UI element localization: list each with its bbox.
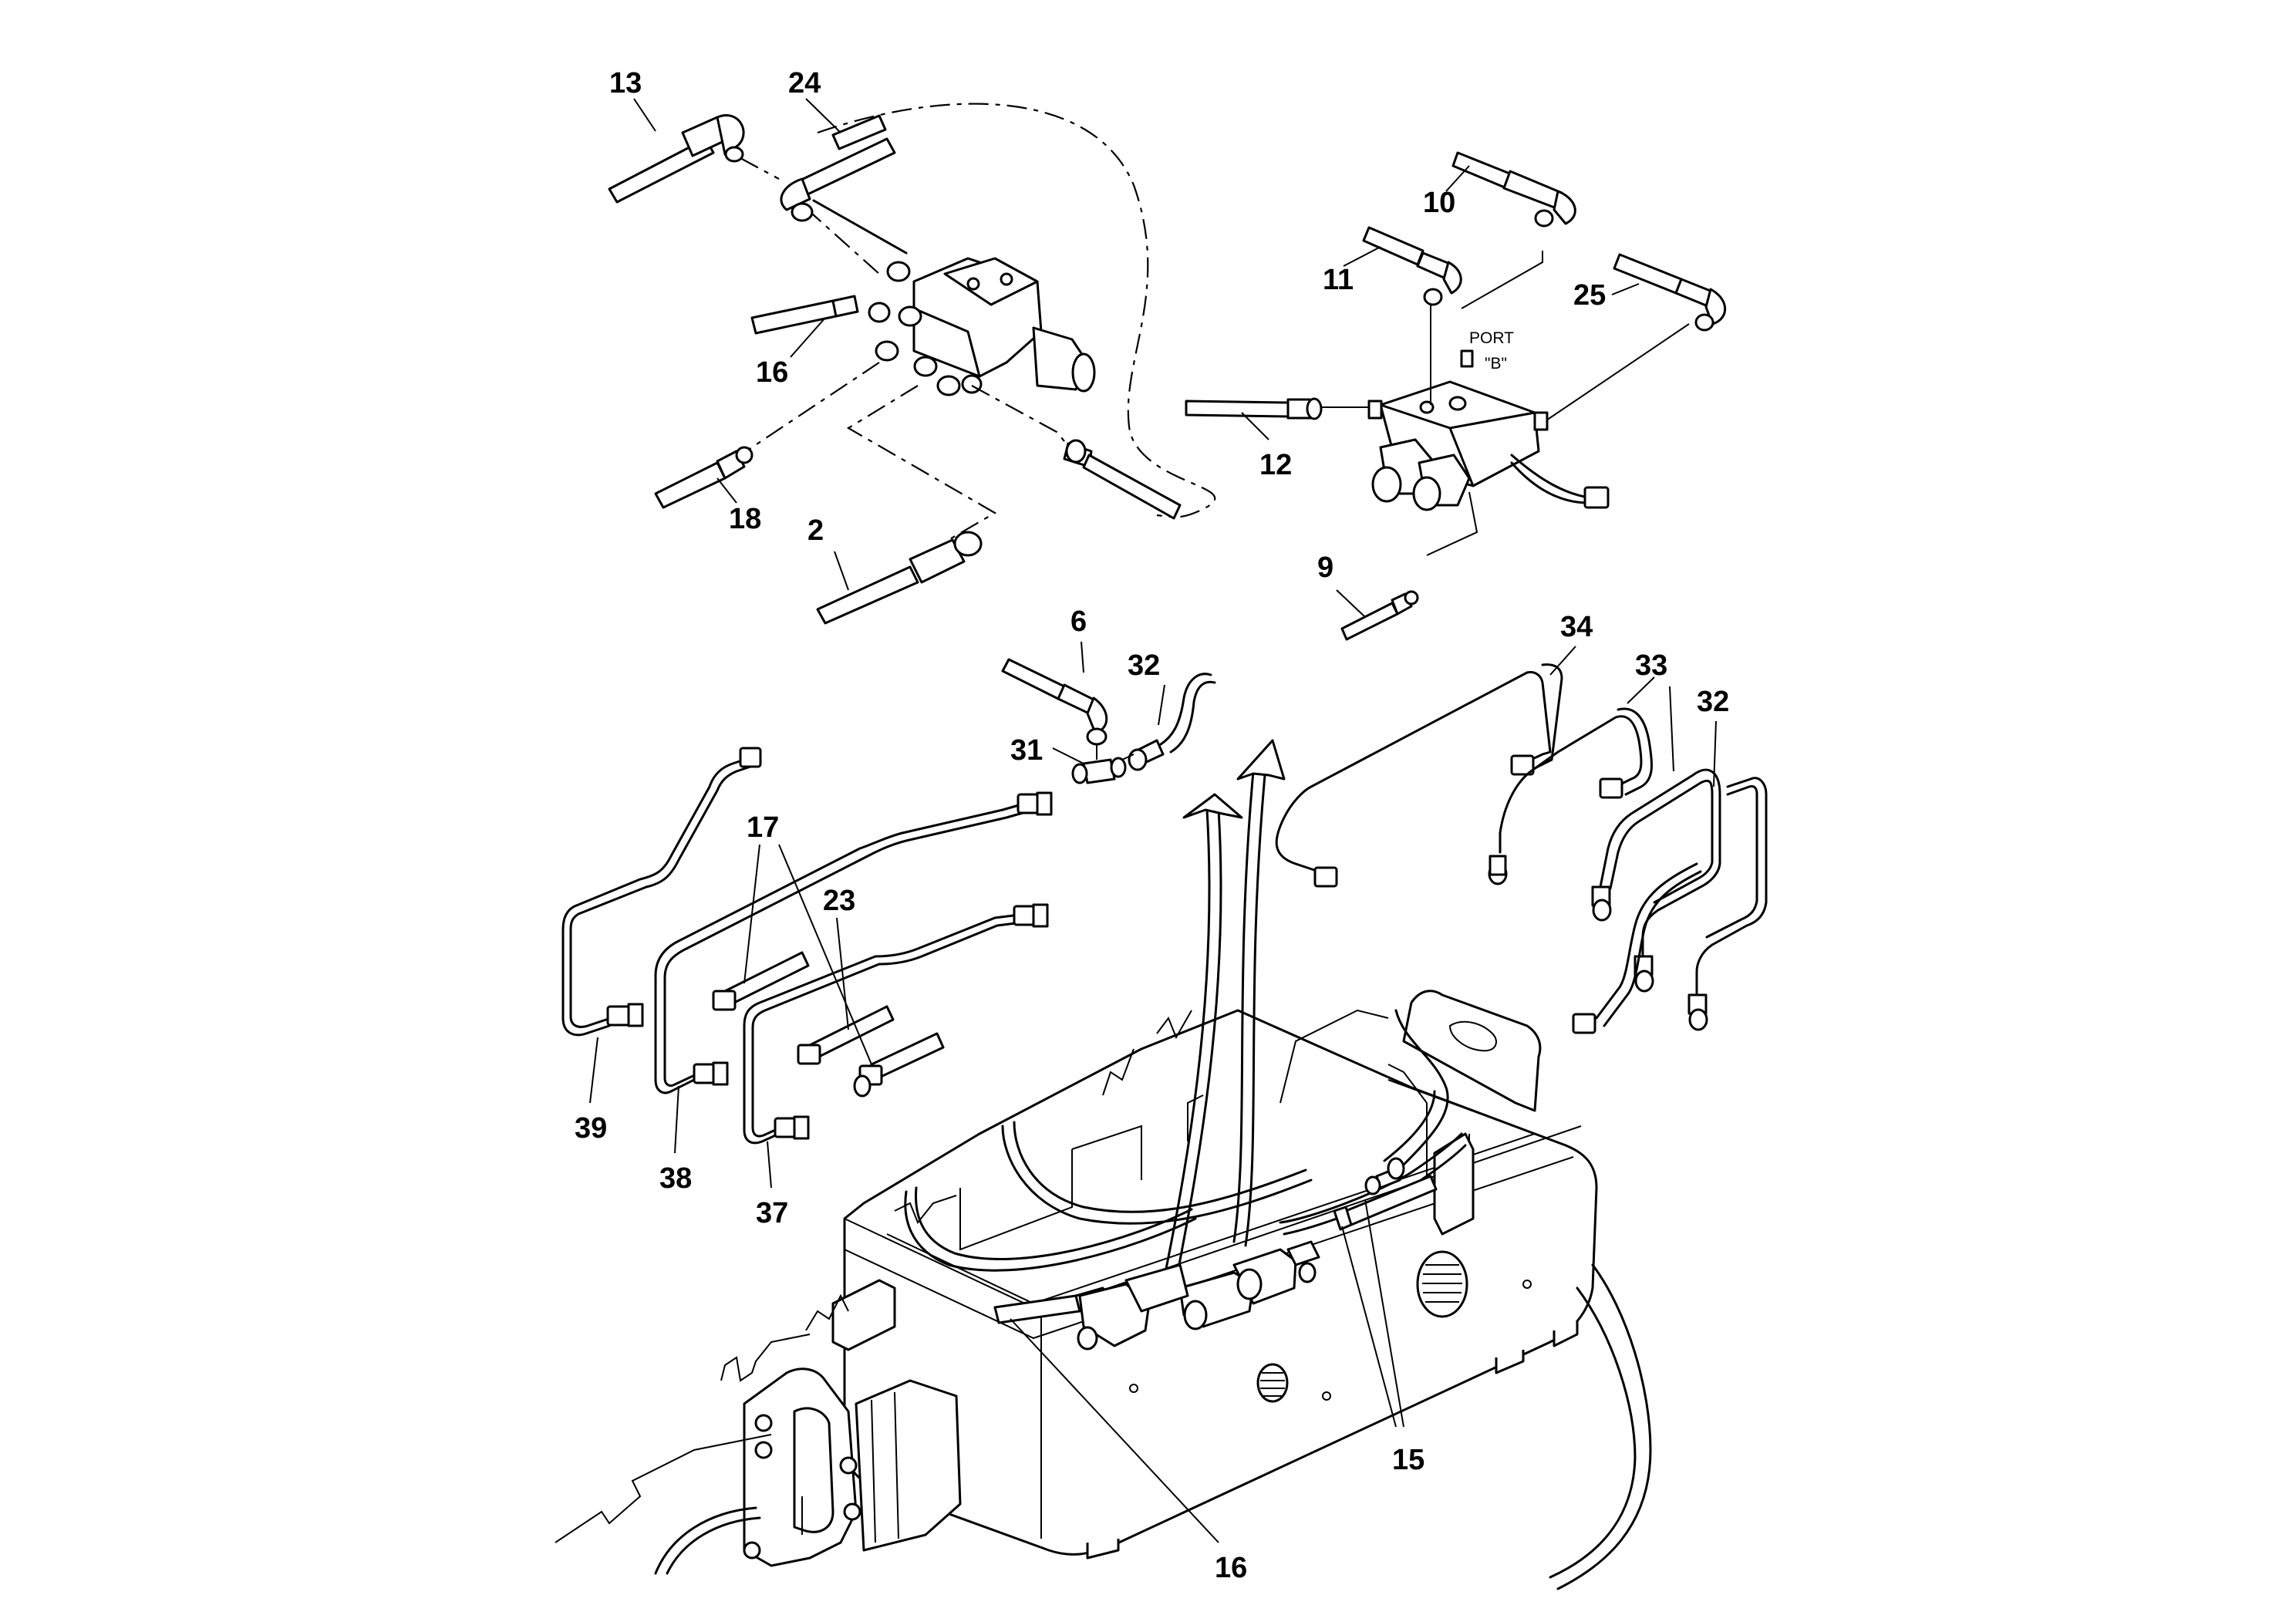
hose-23 (797, 1005, 895, 1065)
callout-13: 13 (609, 67, 642, 99)
hose-2 (816, 531, 983, 625)
hose-24 (780, 114, 908, 255)
tube-37 (743, 903, 1049, 1145)
hose-18 (654, 446, 754, 509)
hose-dashed-return (1063, 439, 1182, 520)
tee-assembly (1001, 658, 1216, 784)
callout-32-right: 32 (1697, 686, 1729, 718)
right-hose-loop (1549, 1263, 1652, 1590)
left-frame-plate (743, 1279, 962, 1567)
callout-37: 37 (756, 1197, 788, 1229)
hose-25 (1613, 253, 1727, 332)
hose-10 (1451, 151, 1576, 228)
hose-16-upper (750, 295, 891, 335)
hose-9 (1340, 590, 1419, 641)
callout-16-upper: 16 (756, 356, 788, 389)
left-hose-loop (654, 1506, 761, 1575)
port-label-line1: PORT (1469, 329, 1514, 347)
callout-2: 2 (807, 514, 824, 547)
callout-17: 17 (747, 811, 779, 844)
callout-32-left: 32 (1128, 649, 1160, 682)
callout-11: 11 (1323, 264, 1354, 296)
callout-39: 39 (575, 1112, 607, 1145)
callout-33: 33 (1635, 649, 1667, 682)
left-valve-assembly (740, 103, 1216, 541)
break-lines (555, 1010, 1192, 1543)
port-label-line2: "B" (1485, 355, 1507, 373)
callout-16-lower: 16 (1215, 1552, 1247, 1584)
leader-lines (589, 98, 1717, 1543)
callout-15: 15 (1392, 1444, 1424, 1476)
tube-32-right (1572, 777, 1768, 1034)
chassis-hoses (904, 739, 1467, 1351)
hose-17 (712, 951, 945, 1098)
callout-9: 9 (1317, 551, 1333, 584)
tube-33a (1488, 707, 1653, 885)
hose-13 (608, 114, 745, 204)
callout-25: 25 (1573, 279, 1606, 312)
callout-23: 23 (823, 885, 855, 917)
callout-labels: 13 24 10 11 25 16 12 18 2 9 6 32 31 34 3… (575, 67, 1729, 1584)
callout-6: 6 (1070, 605, 1087, 638)
right-valve-assembly (1319, 251, 1690, 556)
callout-10: 10 (1423, 187, 1455, 219)
callout-34: 34 (1560, 611, 1593, 643)
callout-12: 12 (1259, 449, 1292, 481)
hose-12 (1185, 397, 1323, 420)
tube-39 (561, 747, 762, 1037)
tube-34 (1275, 663, 1563, 888)
callout-31: 31 (1010, 734, 1043, 767)
callout-18: 18 (729, 503, 761, 535)
tube-38 (654, 791, 1053, 1094)
callout-38: 38 (659, 1162, 692, 1195)
callout-24: 24 (788, 67, 821, 99)
hose-11 (1362, 226, 1462, 306)
